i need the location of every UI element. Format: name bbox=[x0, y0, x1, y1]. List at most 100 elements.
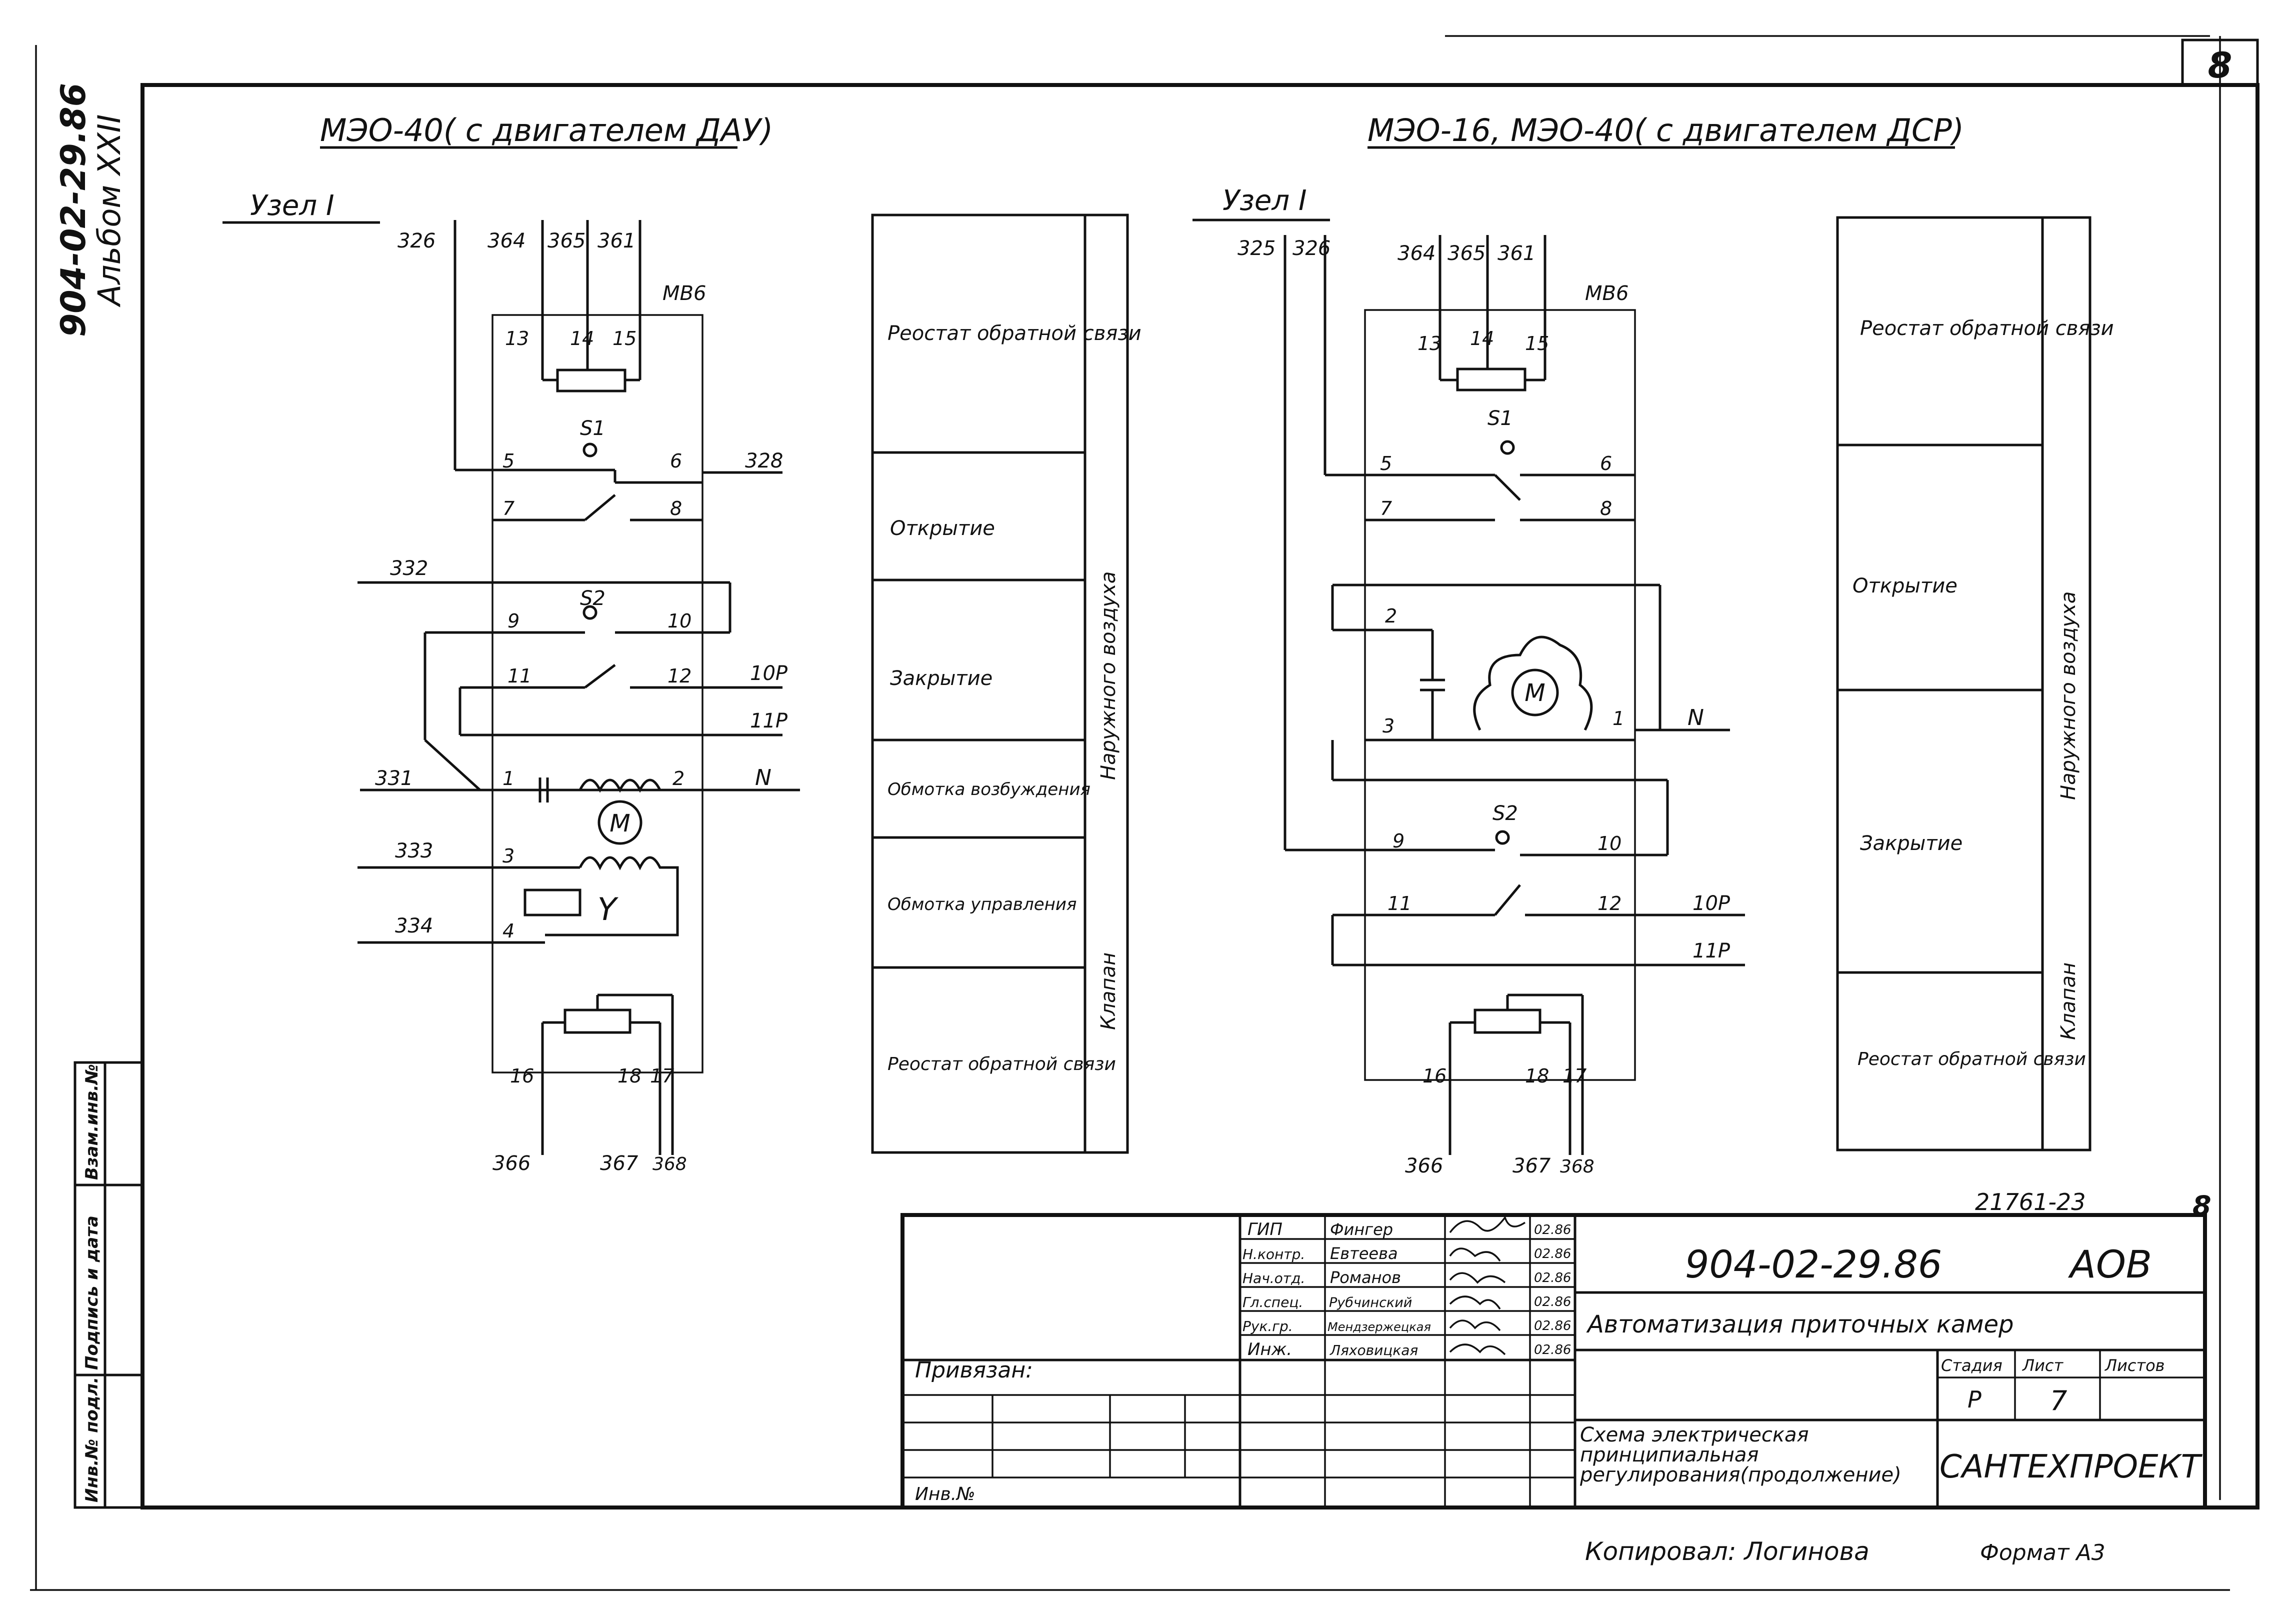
pin-label: 8 bbox=[1600, 498, 1612, 520]
page-number: 8 bbox=[2208, 45, 2232, 86]
pin-label: 3 bbox=[1382, 715, 1394, 737]
wire-label: 361 bbox=[598, 230, 636, 252]
pin-label: 9 bbox=[1392, 830, 1404, 852]
name-label: Романов bbox=[1330, 1268, 1401, 1287]
role-label: Рук.гр. bbox=[1242, 1318, 1293, 1334]
legend-row: Реостат обратной связи bbox=[888, 1054, 1116, 1074]
col-sheets: Листов bbox=[2104, 1356, 2165, 1375]
legend-row: Реостат обратной связи bbox=[1858, 1049, 2086, 1070]
switch-s1-label: S1 bbox=[580, 417, 606, 440]
pin-label: 11 bbox=[508, 665, 532, 687]
organization: САНТЕХПРОЕКТ bbox=[1940, 1448, 2203, 1486]
date-label: 02.86 bbox=[1534, 1318, 1571, 1334]
wire-label: 365 bbox=[1448, 242, 1486, 265]
pin-label: 12 bbox=[1598, 892, 1622, 914]
legend-row: Обмотка возбуждения bbox=[888, 780, 1090, 800]
wire-label: 368 bbox=[1560, 1156, 1594, 1177]
wire-label: 334 bbox=[395, 914, 433, 938]
doc-code: 904-02-29.86 bbox=[1685, 1242, 1942, 1286]
pin-label: 7 bbox=[1380, 498, 1392, 520]
col-sheet: Лист bbox=[2022, 1356, 2064, 1375]
footer: Копировал: Логинова Формат А3 bbox=[1585, 1537, 2106, 1566]
pin-label: 16 bbox=[1422, 1065, 1446, 1087]
wire-label: 368 bbox=[652, 1154, 687, 1174]
pin-label: 5 bbox=[502, 450, 514, 472]
wire-label: N bbox=[1688, 705, 1704, 730]
name-label: Мендзержецкая bbox=[1328, 1320, 1431, 1334]
pin-label: 4 bbox=[502, 920, 514, 942]
pin-label: 16 bbox=[510, 1065, 534, 1087]
wire-label: 365 bbox=[548, 230, 586, 252]
margin-code: 904-02-29.86 Альбом XXII bbox=[54, 83, 128, 337]
right-motor-label: M bbox=[1524, 679, 1545, 707]
legend-row: Открытие bbox=[1852, 574, 1958, 598]
wire-label: 325 bbox=[1238, 237, 1276, 260]
pin-label: 18 bbox=[1525, 1065, 1549, 1087]
name-label: Рубчинский bbox=[1329, 1295, 1412, 1310]
pin-label: 18 bbox=[618, 1065, 642, 1087]
margin-album-text: Альбом XXII bbox=[91, 114, 128, 308]
right-legend: Реостат обратной связи Открытие Закрытие… bbox=[1836, 216, 2114, 1152]
side-stamp: Инв.№ подл. Подпись и дата Взам.инв.№ bbox=[74, 1061, 144, 1509]
pin-label: 17 bbox=[1562, 1065, 1586, 1087]
right-scheme: МЭО-16, МЭО-40( с двигателем ДСР) Узел I… bbox=[1192, 112, 1964, 1178]
date-label: 02.86 bbox=[1534, 1222, 1571, 1238]
wire-label: 11Р bbox=[750, 710, 788, 732]
coil-label: Y bbox=[598, 891, 618, 928]
pin-label: 5 bbox=[1380, 452, 1392, 474]
wire-label: 326 bbox=[398, 230, 436, 252]
switch-s1-label: S1 bbox=[1488, 407, 1513, 430]
stamp-replace: Взам.инв.№ bbox=[82, 1064, 102, 1180]
pin-label: 13 bbox=[505, 328, 529, 350]
signature bbox=[1449, 1216, 1526, 1234]
pin-label: 2 bbox=[672, 768, 684, 790]
left-motor-symbol bbox=[598, 800, 642, 845]
inv-label: Инв.№ bbox=[915, 1484, 976, 1504]
left-scheme: МЭО-40( с двигателем ДАУ) Узел I 326 364… bbox=[222, 112, 800, 1175]
right-scheme-title: МЭО-16, МЭО-40( с двигателем ДСР) bbox=[1368, 112, 1964, 148]
legend-row: Обмотка управления bbox=[888, 894, 1076, 914]
signature bbox=[1449, 1320, 1501, 1332]
pin-label: 10 bbox=[668, 610, 692, 632]
signature bbox=[1449, 1272, 1506, 1284]
wire-label: 366 bbox=[1405, 1154, 1443, 1178]
wire-label: 364 bbox=[488, 230, 526, 252]
name-label: Фингер bbox=[1330, 1220, 1393, 1239]
pin-label: 17 bbox=[650, 1065, 674, 1087]
wire-label: N bbox=[755, 765, 772, 790]
right-motor-symbol bbox=[1511, 668, 1559, 716]
doc-mark: АОВ bbox=[2068, 1242, 2152, 1286]
doc-subject: Автоматизация приточных камер bbox=[1586, 1310, 2014, 1338]
signature bbox=[1449, 1248, 1501, 1262]
wire-label: 364 bbox=[1398, 242, 1436, 265]
date-label: 02.86 bbox=[1534, 1246, 1571, 1262]
signature bbox=[1449, 1344, 1506, 1356]
paper-format: Формат А3 bbox=[1980, 1540, 2106, 1566]
doc-description: Схема электрическая принципиальная регул… bbox=[1580, 1425, 1902, 1486]
pin-label: 1 bbox=[502, 768, 514, 790]
pin-label: 14 bbox=[570, 328, 594, 350]
right-node-label: Узел I bbox=[1222, 184, 1306, 217]
pin-label: 15 bbox=[612, 328, 636, 350]
date-label: 02.86 bbox=[1534, 1270, 1571, 1286]
role-label: Нач.отд. bbox=[1242, 1270, 1305, 1286]
stamp-sign: Подпись и дата bbox=[82, 1216, 102, 1370]
left-scheme-title: МЭО-40( с двигателем ДАУ) bbox=[320, 112, 773, 148]
mechanism-label: МВ6 bbox=[662, 282, 706, 305]
pin-label: 10 bbox=[1598, 832, 1622, 854]
wire-label: 367 bbox=[600, 1152, 638, 1175]
pin-label: 8 bbox=[670, 498, 682, 520]
pin-label: 7 bbox=[502, 498, 514, 520]
copied-by: Копировал: Логинова bbox=[1585, 1537, 1870, 1566]
pin-label: 3 bbox=[502, 845, 514, 867]
left-motor-label: M bbox=[610, 810, 630, 838]
pin-label: 1 bbox=[1612, 708, 1624, 730]
date-label: 02.86 bbox=[1534, 1342, 1571, 1358]
mechanism-label: МВ6 bbox=[1585, 282, 1628, 305]
legend-row: Реостат обратной связи bbox=[888, 322, 1142, 345]
archive-number: 21761-23 bbox=[1975, 1188, 2086, 1216]
sheet-frame: 8 bbox=[30, 35, 2260, 1591]
pin-label: 14 bbox=[1470, 328, 1494, 350]
wire-label: 10Р bbox=[1692, 892, 1730, 915]
legend-row: Открытие bbox=[890, 517, 995, 540]
